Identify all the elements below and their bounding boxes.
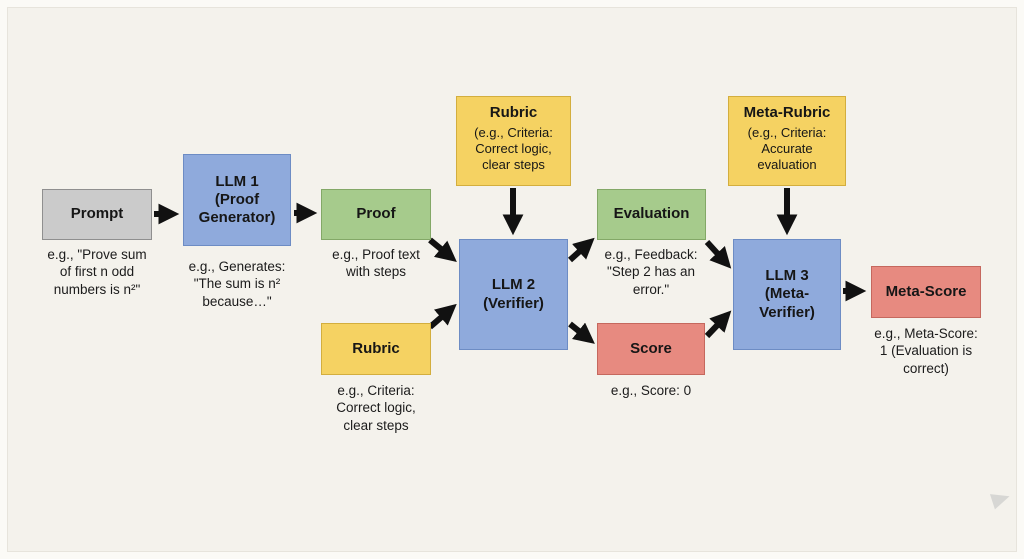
- node-prompt-label: Prompt: [70, 205, 124, 223]
- caption-rubric-bottom: e.g., Criteria: Correct logic, clear ste…: [336, 383, 416, 433]
- node-meta-rubric: Meta-Rubric (e.g., Criteria: Accurate ev…: [728, 96, 846, 186]
- node-llm1: LLM 1 (Proof Generator): [183, 154, 291, 246]
- node-rubric-bottom-label: Rubric: [352, 339, 400, 357]
- node-meta-rubric-detail: (e.g., Criteria: Accurate evaluation: [747, 125, 827, 173]
- node-meta-rubric-label: Meta-Rubric: [743, 104, 831, 121]
- node-rubric-top-detail: (e.g., Criteria: Correct logic, clear st…: [474, 125, 553, 173]
- node-llm3-label: LLM 3 (Meta- Verifier): [759, 267, 815, 321]
- arrow-proof-to-llm2: [428, 237, 457, 262]
- caption-meta-score: e.g., Meta-Score: 1 (Evaluation is corre…: [874, 326, 978, 376]
- arrow-rubric-bottom-to-llm2: [428, 303, 457, 330]
- arrow-evaluation-to-llm3: [704, 239, 732, 269]
- arrow-llm2-to-score: [568, 321, 595, 344]
- node-score: Score: [597, 323, 705, 375]
- node-score-label: Score: [630, 339, 672, 357]
- node-llm2: LLM 2 (Verifier): [459, 239, 568, 350]
- node-rubric-top-label: Rubric: [489, 104, 538, 121]
- node-rubric-bottom: Rubric: [321, 323, 431, 375]
- node-llm3: LLM 3 (Meta- Verifier): [733, 239, 841, 350]
- node-rubric-top: Rubric (e.g., Criteria: Correct logic, c…: [456, 96, 571, 186]
- node-proof: Proof: [321, 189, 431, 240]
- node-evaluation: Evaluation: [597, 189, 706, 240]
- caption-evaluation: e.g., Feedback: "Step 2 has an error.": [604, 247, 698, 297]
- arrow-score-to-llm3: [704, 310, 732, 339]
- node-evaluation-label: Evaluation: [613, 205, 690, 223]
- node-llm1-label: LLM 1 (Proof Generator): [198, 172, 276, 227]
- node-meta-score: Meta-Score: [871, 266, 981, 318]
- caption-proof: e.g., Proof text with steps: [332, 247, 420, 280]
- node-prompt: Prompt: [42, 189, 152, 240]
- node-proof-label: Proof: [356, 205, 396, 223]
- caption-score: e.g., Score: 0: [610, 383, 692, 398]
- node-llm2-label: LLM 2 (Verifier): [483, 276, 544, 312]
- caption-prompt: e.g., "Prove sum of first n odd numbers …: [47, 247, 147, 297]
- node-meta-score-label: Meta-Score: [885, 282, 967, 300]
- arrow-llm2-to-evaluation: [567, 237, 595, 263]
- caption-llm1: e.g., Generates: "The sum is n² because……: [188, 259, 286, 309]
